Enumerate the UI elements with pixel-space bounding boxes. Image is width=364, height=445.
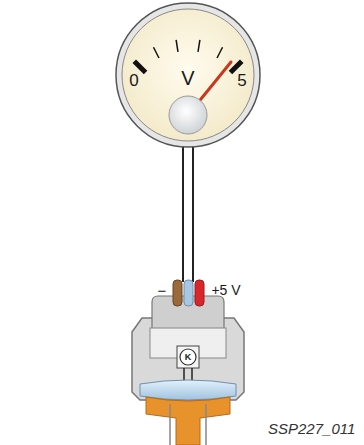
scale-tick — [198, 40, 200, 52]
ground-pin-label: − — [158, 283, 167, 298]
scale-tick — [176, 40, 178, 52]
figure-caption: SSP227_011 — [268, 421, 355, 436]
unit-label: V — [181, 68, 194, 88]
scale-tick — [153, 47, 158, 58]
signal-wires — [183, 140, 193, 282]
supply-pin-label: +5 V — [211, 283, 240, 297]
sensor-element-label: K — [185, 353, 192, 362]
scale-tick — [217, 47, 222, 58]
pressure-sensor — [132, 280, 244, 445]
voltmeter — [116, 3, 260, 147]
scale-zero: 0 — [129, 72, 138, 89]
scale-max: 5 — [237, 72, 246, 89]
